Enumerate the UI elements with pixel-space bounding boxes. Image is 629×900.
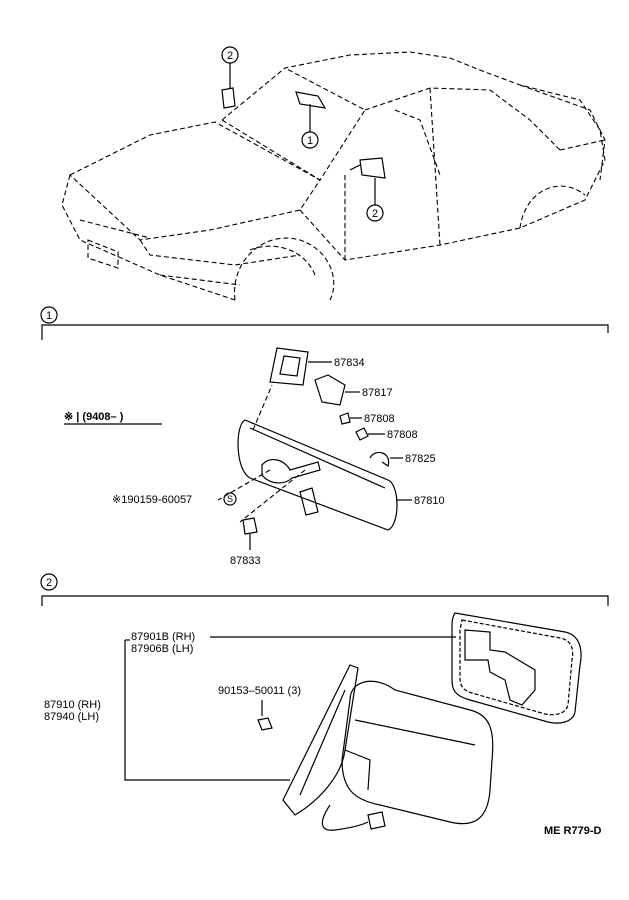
callout-1-top: 1 — [307, 135, 313, 147]
part-87833: 87833 — [230, 555, 261, 567]
screw-symbol: S — [227, 494, 233, 504]
part-87910-rh: 87910 (RH) — [44, 699, 101, 711]
callout-2-top: 2 — [227, 50, 233, 62]
part-87834: 87834 — [334, 357, 365, 369]
part-87906b-lh: 87906B (LH) — [131, 643, 193, 655]
callout-2-side: 2 — [372, 208, 378, 220]
diagram-code: ME R779-D — [544, 825, 602, 837]
part-90159-60057: ※190159-60057 — [112, 494, 192, 506]
part-87808-b: 87808 — [387, 429, 418, 441]
part-87817: 87817 — [362, 387, 393, 399]
part-87901b-rh: 87901B (RH) — [131, 631, 195, 643]
section-1-note: ※ | (9408– ) — [64, 411, 124, 423]
part-87940-lh: 87940 (LH) — [44, 711, 99, 723]
part-87825: 87825 — [405, 453, 436, 465]
inner-mirror-group — [217, 384, 306, 523]
section-2-marker: 2 — [46, 577, 52, 589]
section-1-marker: 1 — [46, 310, 52, 322]
car-outline — [61, 51, 606, 301]
part-87808-a: 87808 — [364, 413, 395, 425]
part-87810: 87810 — [414, 495, 445, 507]
part-90153-50011: 90153–50011 (3) — [218, 685, 301, 697]
